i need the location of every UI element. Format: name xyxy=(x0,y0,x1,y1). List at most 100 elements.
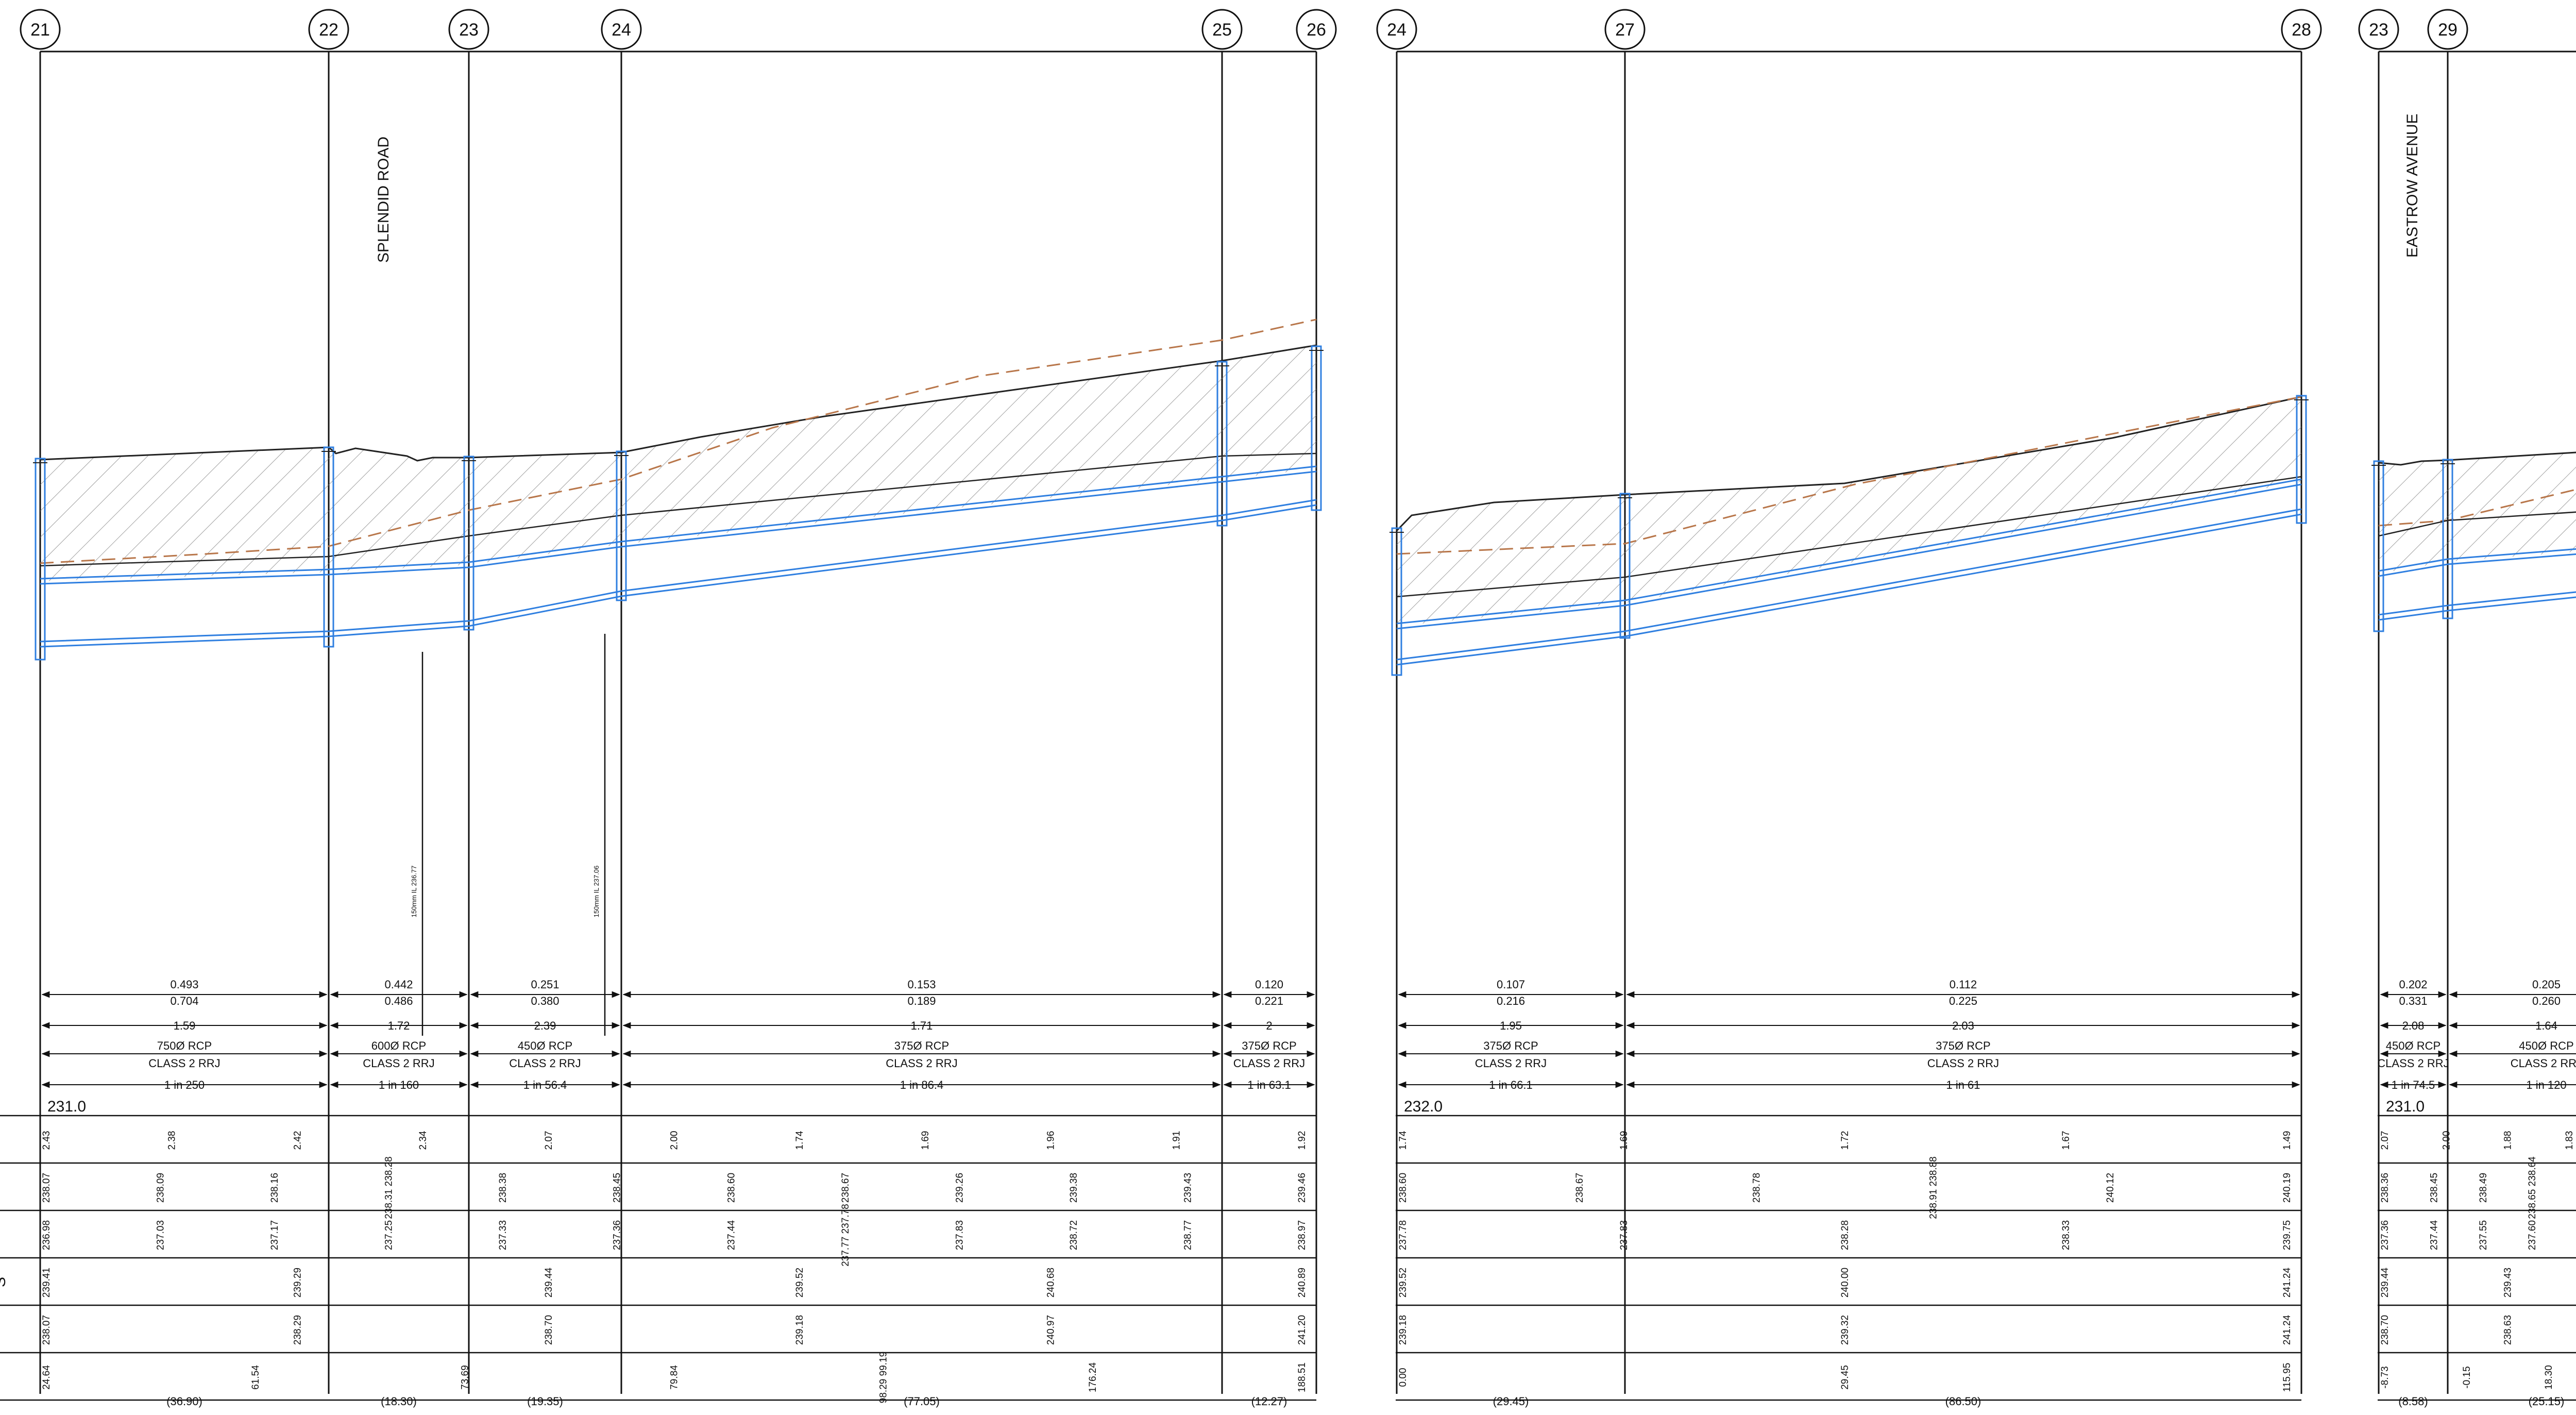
segment-pipe-class: CLASS 2 RRJ xyxy=(509,1057,581,1070)
table-cell-value: 61.54 xyxy=(250,1365,261,1390)
table-cell-value: 29.45 xyxy=(1840,1365,1851,1390)
segment-length: (12.27) xyxy=(1251,1395,1287,1408)
segment-hgl-upper: 0.205 xyxy=(2532,978,2561,991)
table-cell-value: 188.51 xyxy=(1297,1362,1308,1392)
segment-pipe-class: CLASS 2 RRJ xyxy=(2377,1057,2449,1070)
table-cell-value: 240.12 xyxy=(2105,1173,2116,1203)
table-cell-value: 237.55 xyxy=(2478,1220,2489,1250)
pit-structure-25 xyxy=(1216,361,1228,527)
segment-pipe-size: 600Ø RCP xyxy=(371,1039,426,1052)
node-bubble-24 xyxy=(1376,9,1417,50)
hatched-cover xyxy=(1397,397,2301,626)
hatched-cover xyxy=(40,345,1316,581)
table-cell-value: 238.60 xyxy=(726,1173,737,1203)
table-cell-value: 237.83 xyxy=(954,1220,965,1250)
node-bubble-24 xyxy=(601,9,642,50)
pit-structure-23 xyxy=(2373,460,2384,632)
table-cell-value: 238.63 xyxy=(2503,1315,2514,1345)
node-bubbles: 212223242526242728232930 xyxy=(20,9,2468,50)
node-bubble-label: 28 xyxy=(2292,20,2311,40)
table-cell-value: -0.15 xyxy=(2462,1366,2472,1388)
segment-length: (25.15) xyxy=(2529,1395,2565,1408)
pit-structure-26 xyxy=(1311,345,1322,511)
table-cell-value: 1.92 xyxy=(1297,1131,1308,1150)
table-cell-value: 1.83 xyxy=(2564,1131,2575,1150)
segment-pipe-size: 375Ø RCP xyxy=(894,1039,949,1052)
pipe-invert-line-inner xyxy=(40,504,1317,648)
table-cell-value: 239.29 xyxy=(292,1268,303,1298)
road-label-eastrow: EASTROW AVENUE xyxy=(2404,114,2421,258)
table-cell-value: 1.69 xyxy=(1619,1131,1630,1150)
node-bubble-22 xyxy=(308,9,349,50)
table-cell-value: 240.19 xyxy=(2282,1173,2293,1203)
table-cell-value: 240.00 xyxy=(1840,1268,1851,1298)
segment-hgl-lower: 0.331 xyxy=(2399,995,2427,1007)
segment-pipe-class: CLASS 2 RRJ xyxy=(886,1057,957,1070)
segment-velocity: 2.08 xyxy=(2402,1019,2425,1032)
segment-grade: 1 in 160 xyxy=(379,1079,419,1091)
node-bubble-23 xyxy=(448,9,489,50)
segment-pipe-size: 375Ø RCP xyxy=(1936,1039,1990,1052)
design-surface-line xyxy=(1396,396,2302,555)
pit-structure-21 xyxy=(35,458,46,661)
segment-pipe-class: CLASS 2 RRJ xyxy=(148,1057,220,1070)
node-bubble-23 xyxy=(2358,9,2399,50)
table-cell-value: 115.95 xyxy=(2282,1363,2293,1392)
pipe-obvert-line xyxy=(1396,478,2302,625)
segment-pipe-size: 450Ø RCP xyxy=(518,1039,572,1052)
segment-velocity: 2.39 xyxy=(534,1019,556,1032)
table-cell-value: 237.60 xyxy=(2527,1220,2538,1250)
node-bubble-label: 22 xyxy=(319,20,338,40)
segment-velocity: 1.71 xyxy=(911,1019,933,1032)
table-cell-value: 2.07 xyxy=(2380,1131,2391,1150)
table-cell-value: 2.43 xyxy=(41,1131,52,1150)
segment-grade: 1 in 61 xyxy=(1946,1079,1980,1091)
table-cell-value: 238.65 238.64 xyxy=(2527,1156,2538,1219)
segment-hgl-upper: 0.120 xyxy=(1255,978,1283,991)
table-cell-value: 239.38 xyxy=(1069,1173,1079,1203)
table-cell-value: 1.74 xyxy=(794,1131,805,1150)
table-cell-value: 238.67 xyxy=(840,1173,851,1203)
table-cell-value: 24.64 xyxy=(41,1365,52,1390)
hatched-cover xyxy=(2379,452,2576,574)
table-cell-value: 237.44 xyxy=(2429,1220,2439,1251)
table-cell-value: 240.97 xyxy=(1046,1315,1057,1345)
datum-label: 231.0 xyxy=(47,1098,86,1115)
table-cell-value: 1.74 xyxy=(1398,1131,1409,1150)
segment-hgl-upper: 0.112 xyxy=(1950,978,1977,991)
segment-length: (8.58) xyxy=(2398,1395,2428,1408)
table-cell-value: 237.03 xyxy=(156,1220,166,1250)
table-cell-value: 238.77 xyxy=(1182,1220,1193,1250)
pit-structure-22 xyxy=(323,446,334,648)
table-cell-value: 238.38 xyxy=(498,1173,509,1203)
road-label-splendid: SPLENDID ROAD xyxy=(375,137,392,263)
pit-structure-23 xyxy=(463,456,474,631)
segment-hgl-lower: 0.380 xyxy=(531,995,559,1007)
table-cell-value: 237.25 xyxy=(384,1220,395,1250)
node-bubble-21 xyxy=(20,9,61,50)
segment-pipe-class: CLASS 2 RRJ xyxy=(1475,1057,1547,1070)
table-cell-value: 239.32 xyxy=(1840,1315,1851,1345)
table-cell-value: 241.24 xyxy=(2282,1268,2293,1298)
table-cell-value: 240.68 xyxy=(1046,1268,1057,1298)
design-surface-line xyxy=(2378,488,2576,527)
table-cell-value: 2.38 xyxy=(167,1131,178,1150)
datum-label: 232.0 xyxy=(1404,1098,1443,1115)
table-cell-value: 238.36 xyxy=(2380,1173,2391,1203)
table-cell-value: 237.36 xyxy=(612,1220,623,1250)
segment-pipe-class: CLASS 2 RRJ xyxy=(1233,1057,1305,1070)
table-cell-value: 238.28 xyxy=(1840,1220,1851,1250)
table-cell-value: 73.69 xyxy=(460,1365,470,1390)
table-cell-value: 238.49 xyxy=(2478,1173,2489,1203)
table-cell-value: 238.07 xyxy=(41,1315,52,1345)
node-bubble-28 xyxy=(2281,9,2322,50)
ground-surfaces xyxy=(40,318,2576,598)
node-bubble-label: 23 xyxy=(459,20,479,40)
node-bubble-label: 24 xyxy=(612,20,631,40)
segment-pipe-class: CLASS 2 RRJ xyxy=(1927,1057,1999,1070)
table-cell-value: 238.45 xyxy=(2429,1173,2439,1203)
table-cell-value: 240.89 xyxy=(1297,1268,1308,1298)
segment-pipe-class: CLASS 2 RRJ xyxy=(363,1057,434,1070)
segment-grade: 1 in 56.4 xyxy=(523,1079,567,1091)
